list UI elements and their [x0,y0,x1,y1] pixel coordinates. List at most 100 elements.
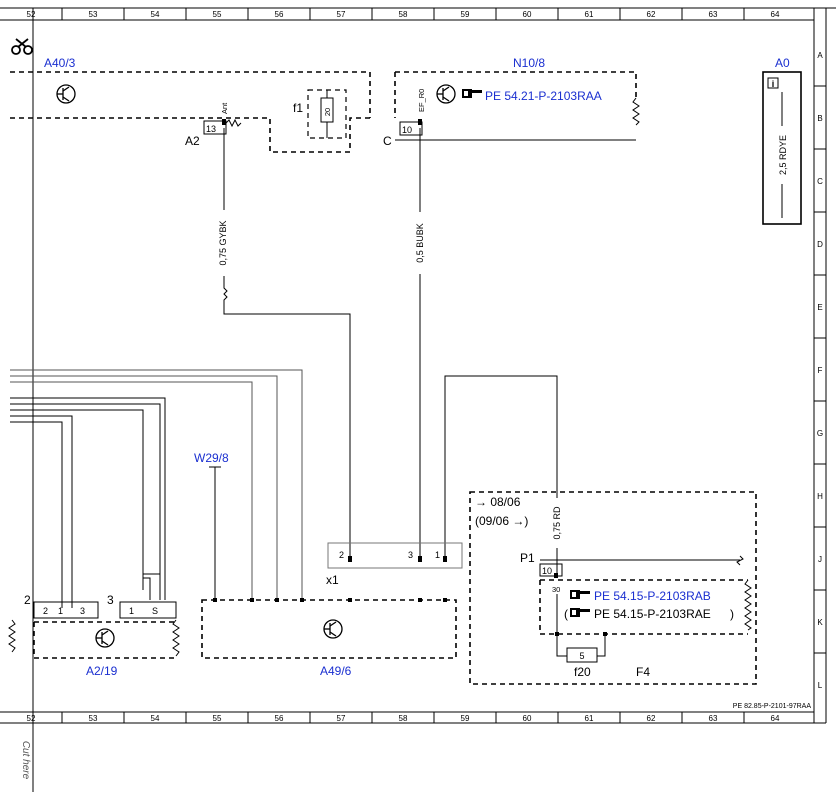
fuse-label-f4: F4 [636,665,650,679]
col-label: 55 [213,10,222,19]
reference-link-n10[interactable]: PE 54.21-P-2103RAA [485,89,602,103]
transistor-icon [323,619,343,639]
component-label-n10-8: N10/8 [513,56,545,70]
pointing-hand-icon [570,590,590,599]
wire-label-bg [214,210,232,276]
col-label: 62 [647,714,656,723]
reference-link-f4-rab[interactable]: PE 54.15-P-2103RAB [594,589,711,603]
pin-label: 1 [58,606,63,616]
component-label-a49-6: A49/6 [320,664,352,678]
row-label: K [817,618,823,627]
x1-connector [327,542,463,569]
pin-label: 30 [552,585,560,594]
a0-wire-label-bg [775,126,789,184]
paren-open: ( [564,607,568,621]
row-label: J [818,555,822,564]
row-ruler [814,85,826,654]
connector-label-a2: A2 [185,134,200,148]
pin-label: 3 [80,606,85,616]
row-label: G [817,429,823,438]
row-label: C [817,177,823,186]
pin-terminal [222,119,226,125]
pin-terminal [443,556,447,562]
col-label: 61 [585,714,594,723]
pin-terminal [418,119,422,125]
col-label: 54 [151,714,160,723]
col-label: 57 [337,714,346,723]
info-icon: i [767,77,779,89]
pin-label: 3 [408,550,413,560]
scissors-icon [11,38,33,55]
wire-label-bg [548,498,566,548]
col-label: 52 [27,10,36,19]
col-label: 60 [523,10,532,19]
a40-3-box [10,71,371,118]
col-label: 57 [337,10,346,19]
col-label: 55 [213,714,222,723]
f4-variant-box [469,491,757,685]
pin-terminal [603,632,607,636]
fuse-label-f1: f1 [293,101,303,115]
row-label: A [817,51,823,60]
column-labels-bottom: 52 53 54 55 56 57 58 59 60 61 62 63 64 [27,714,780,723]
wire-break [172,619,180,657]
col-label: 63 [709,714,718,723]
wire-s2 [143,573,161,600]
pin-terminal [554,573,558,578]
component-label-a0: A0 [775,56,790,70]
col-label: 62 [647,10,656,19]
f20-wire [556,594,606,657]
pin-label: 10 [402,125,412,135]
a0-box [762,71,802,225]
connector-label-c: C [383,134,392,148]
connector-label-x1: x1 [326,573,339,587]
col-label: 53 [89,714,98,723]
reference-f4-rae: PE 54.15-P-2103RAE [594,607,711,621]
wire-s [142,568,151,600]
date-until: → 08/06 [475,495,521,509]
component-label-w29-8: W29/8 [194,451,229,465]
fuse-label-f20: f20 [574,665,591,679]
transistor-icon [56,84,76,104]
pin-label: EF_R0 [417,89,426,112]
col-label: 61 [585,10,594,19]
pin-terminal [555,632,559,636]
transistor-icon [95,628,115,648]
col-label: 58 [399,714,408,723]
date-from: (09/06 →) [475,514,528,528]
a2-19-connector-right [119,601,177,619]
wire-break [744,579,752,631]
col-label: 59 [461,10,470,19]
p1-connector [539,563,563,577]
a2-19-box [33,621,176,659]
col-label: 53 [89,10,98,19]
col-label: 60 [523,714,532,723]
pin-group-label: 3 [107,593,114,607]
pin-terminal [418,556,422,562]
a40-3-box-lower [10,117,370,153]
pin-terminal [348,556,352,562]
pointing-hand-icon [570,608,590,617]
pin-label: 2 [339,550,344,560]
col-label: 56 [275,714,284,723]
row-label: F [818,366,823,375]
a2-19-connector-left [33,601,99,619]
row-label: H [817,492,823,501]
cut-here-label: Cut here [20,741,31,780]
wire-break [632,97,640,126]
wire-label-bg [411,212,429,274]
transistor-icon [436,84,456,104]
wire-label-bubk: 0,5 BUBK [415,223,425,263]
a49-6-pins [213,598,447,602]
col-label: 56 [275,10,284,19]
drawing-frame [0,7,836,792]
wire-label-rd: 0,75 RD [552,506,562,540]
col-label: 58 [399,10,408,19]
wire-break [8,619,16,653]
paren-close: ) [730,607,734,621]
c-connector [399,121,423,136]
wire-bundle [10,369,303,608]
col-label: 63 [709,10,718,19]
